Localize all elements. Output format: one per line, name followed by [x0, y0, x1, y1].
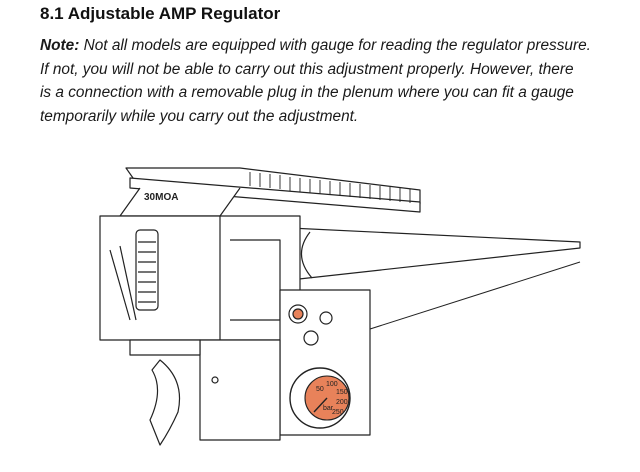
gauge-label-50: 50 — [316, 386, 324, 393]
receiver-block — [99, 215, 301, 341]
trigger — [149, 359, 181, 446]
note-line-3: is a connection with a removable plug in… — [40, 84, 574, 101]
pressure-gauge: 50 100 150 200 250 bar — [289, 367, 351, 429]
note-paragraph: Note: Not all models are equipped with g… — [40, 34, 640, 128]
note-line-2: If not, you will not be able to carry ou… — [40, 60, 574, 78]
scope-rail — [119, 167, 421, 217]
gauge-unit-label: bar — [323, 405, 334, 412]
gauge-label-100: 100 — [326, 381, 338, 388]
section-heading: 8.1 Adjustable AMP Regulator — [40, 4, 281, 23]
regulator-illustration: 30MOA — [80, 150, 640, 472]
rail-label: 30MOA — [144, 192, 178, 203]
cocking-lever — [109, 229, 159, 321]
rifle-action-drawing: 30MOA — [99, 167, 581, 446]
note-line-4: temporarily while you carry out the adju… — [40, 107, 359, 125]
note-text-1: Not all models are equipped with gauge f… — [79, 37, 591, 54]
note-label: Note: — [40, 37, 80, 54]
gauge-label-200: 200 — [336, 399, 348, 406]
gauge-label-250: 250 — [332, 409, 344, 416]
gauge-label-150: 150 — [336, 389, 348, 396]
barrel-tube — [289, 227, 581, 281]
note-line-1: Note: Not all models are equipped with g… — [40, 34, 640, 58]
